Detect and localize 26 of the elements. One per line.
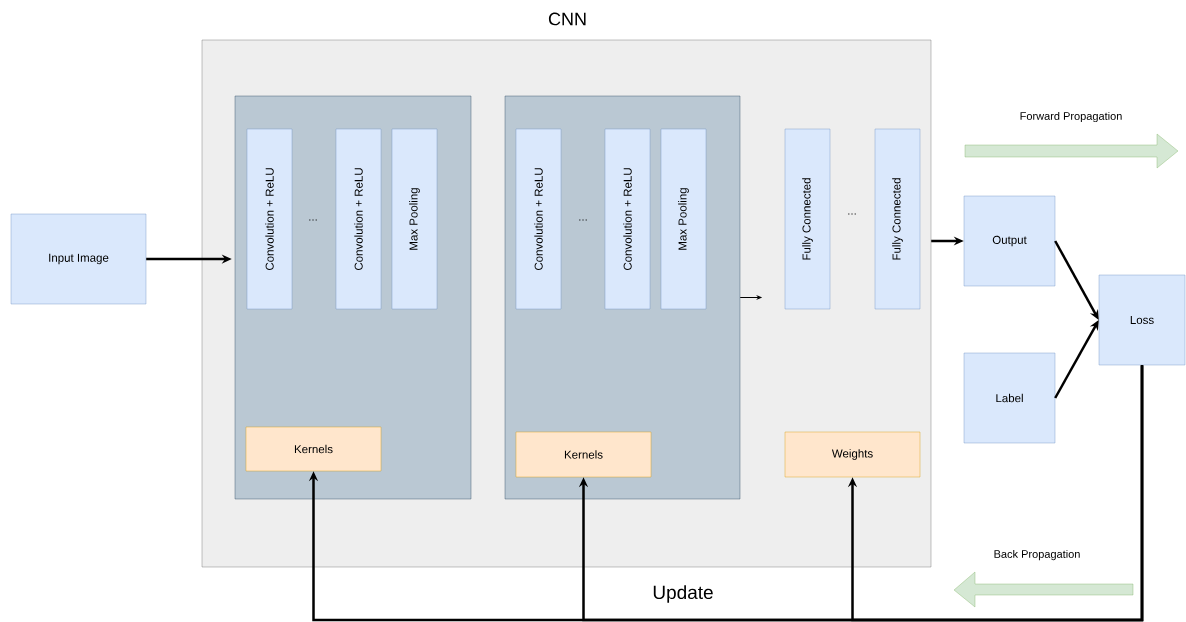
arrow bbox=[739, 295, 762, 300]
layer-box: Convolution + ReLU bbox=[246, 128, 293, 310]
process-box: Output bbox=[963, 195, 1056, 287]
layer-box: Convolution + ReLU bbox=[604, 128, 651, 310]
process-box: Label bbox=[963, 352, 1056, 444]
node-label: CNN bbox=[548, 12, 586, 26]
caption-text: Back Propagation bbox=[994, 549, 1080, 561]
arrow bbox=[847, 365, 1144, 622]
arrow bbox=[1054, 240, 1099, 320]
layer-box: Convolution + ReLU bbox=[515, 128, 562, 310]
ellipsis: ... bbox=[579, 219, 587, 221]
layer-box: Fully Connected bbox=[784, 128, 831, 310]
process-box: Input Image bbox=[10, 213, 147, 305]
caption-text: Forward Propagation bbox=[1020, 111, 1122, 123]
process-box: Loss bbox=[1098, 274, 1186, 366]
parameter-box: Weights bbox=[784, 431, 921, 478]
layer-box: Max Pooling bbox=[660, 128, 707, 310]
ellipsis: ... bbox=[309, 219, 317, 221]
arrow bbox=[1054, 320, 1099, 399]
ellipsis: ... bbox=[848, 213, 856, 215]
update-text: Update bbox=[651, 584, 715, 604]
parameter-box: Kernels bbox=[245, 426, 382, 472]
layer-box: Fully Connected bbox=[874, 128, 921, 310]
layer-box: Max Pooling bbox=[391, 128, 438, 310]
parameter-box: Kernels bbox=[515, 431, 652, 478]
layer-box: Convolution + ReLU bbox=[335, 128, 382, 310]
